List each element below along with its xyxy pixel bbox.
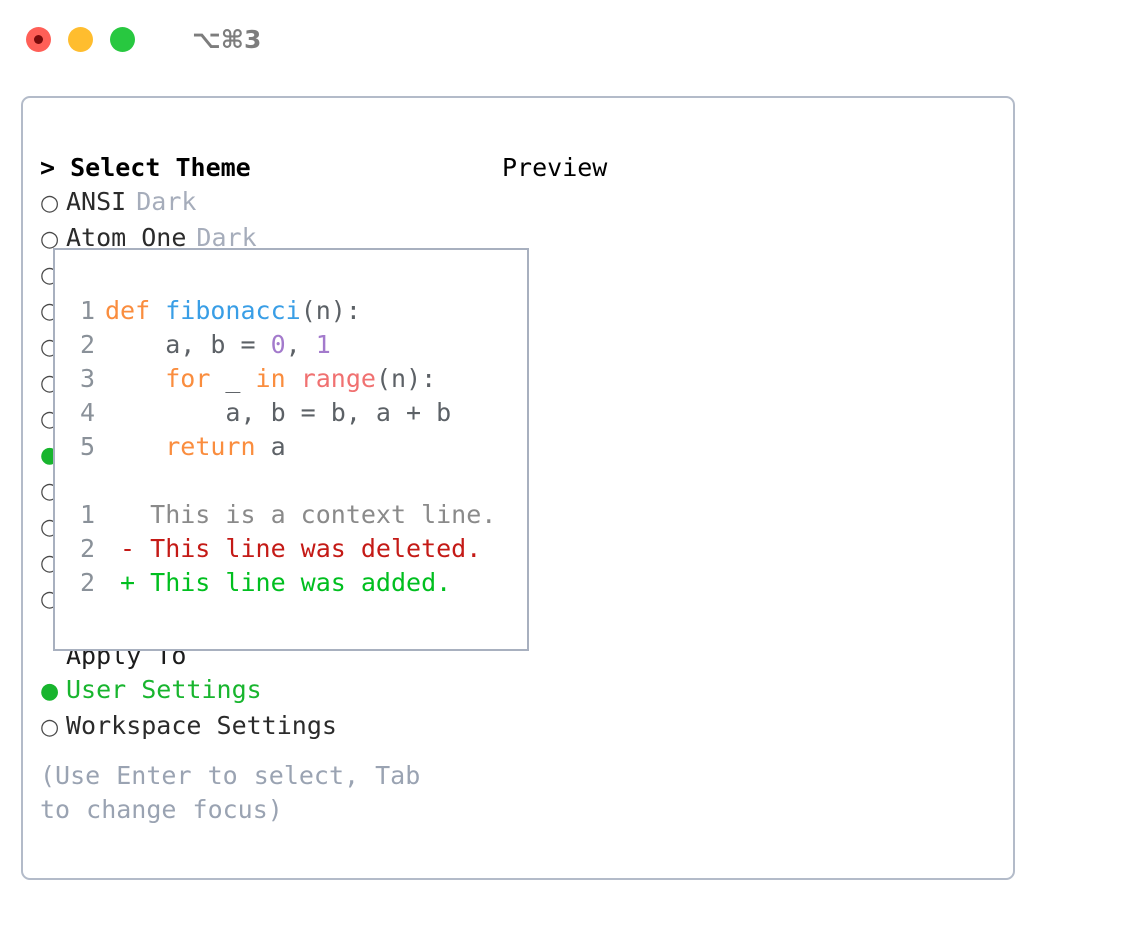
code-line: 2 a, b = 0, 1 [73,328,496,362]
keyboard-hint-text: (Use Enter to select, Tab to change focu… [40,761,421,824]
preview-column: Preview [502,151,1002,185]
apply-option-label: User Settings [66,675,262,704]
code-token-kw: for [165,364,211,393]
radio-unselected-icon: ○ [40,715,60,740]
code-token-plain: a, b = b, a + b [105,398,452,427]
apply-option-label: Workspace Settings [66,711,337,740]
diff-line: 2 + This line was added. [73,566,496,600]
close-window-button[interactable] [26,26,51,52]
theme-variant-tag: Dark [196,223,257,252]
theme-option-1[interactable]: ○Atom One Dark [40,221,490,257]
title-bar: ⌥⌘3 [0,0,1140,78]
diff-line-text: + This line was added. [105,568,452,597]
keyboard-shortcut-label: ⌥⌘3 [192,24,262,54]
code-token-bi: range [300,364,376,393]
diff-line-number: 1 [79,500,95,529]
code-token-plain: (n): [300,296,361,325]
preview-heading: Preview [502,153,608,182]
select-theme-heading: > Select Theme [40,153,251,182]
diff-line-text: - This line was deleted. [105,534,482,563]
code-line-number: 4 [79,398,95,427]
theme-option-label: Atom One [66,223,187,252]
diff-line: 1 This is a context line. [73,498,496,532]
code-line-number: 5 [79,432,95,461]
diff-line-text: This is a context line. [105,500,497,529]
code-token-plain [105,364,165,393]
code-token-plain: _ [210,364,256,393]
radio-selected-icon: ● [40,679,60,704]
diff-line-number: 2 [79,568,95,597]
diff-line-number: 2 [79,534,95,563]
minimize-window-button[interactable] [68,26,93,52]
code-token-plain [105,432,165,461]
code-token-plain: (n): [375,364,437,393]
diff-line: 2 - This line was deleted. [73,532,496,566]
code-token-kw: def [105,296,166,325]
code-line: 5 return a [73,430,496,464]
code-diff-separator [73,464,496,498]
code-token-num: 1 [315,330,331,359]
theme-variant-tag: Dark [136,187,197,216]
code-line-number: 2 [79,330,95,359]
radio-unselected-icon: ○ [40,191,60,216]
traffic-lights [26,26,135,52]
code-line: 3 for _ in range(n): [73,362,496,396]
apply-to-option-list[interactable]: ●User Settings○Workspace Settings [40,673,490,745]
code-line: 4 a, b = b, a + b [73,396,496,430]
apply-option-0[interactable]: ●User Settings [40,673,490,709]
code-token-plain: , [285,330,316,359]
code-token-plain: a, b = [105,330,271,359]
theme-option-label: ANSI [66,187,127,216]
code-line-number: 3 [79,364,95,393]
code-token-num: 0 [270,330,286,359]
code-token-kw: return [165,432,256,461]
code-token-kw: in [255,364,286,393]
apply-option-1[interactable]: ○Workspace Settings [40,709,490,745]
code-token-plain: a [255,432,286,461]
code-token-plain [286,364,301,393]
radio-unselected-icon: ○ [40,227,60,252]
theme-option-0[interactable]: ○ANSI Dark [40,185,490,221]
code-line-number: 1 [79,296,95,325]
code-line: 1 def fibonacci(n): [73,294,496,328]
code-token-fn: fibonacci [165,296,301,325]
maximize-window-button[interactable] [110,26,135,52]
